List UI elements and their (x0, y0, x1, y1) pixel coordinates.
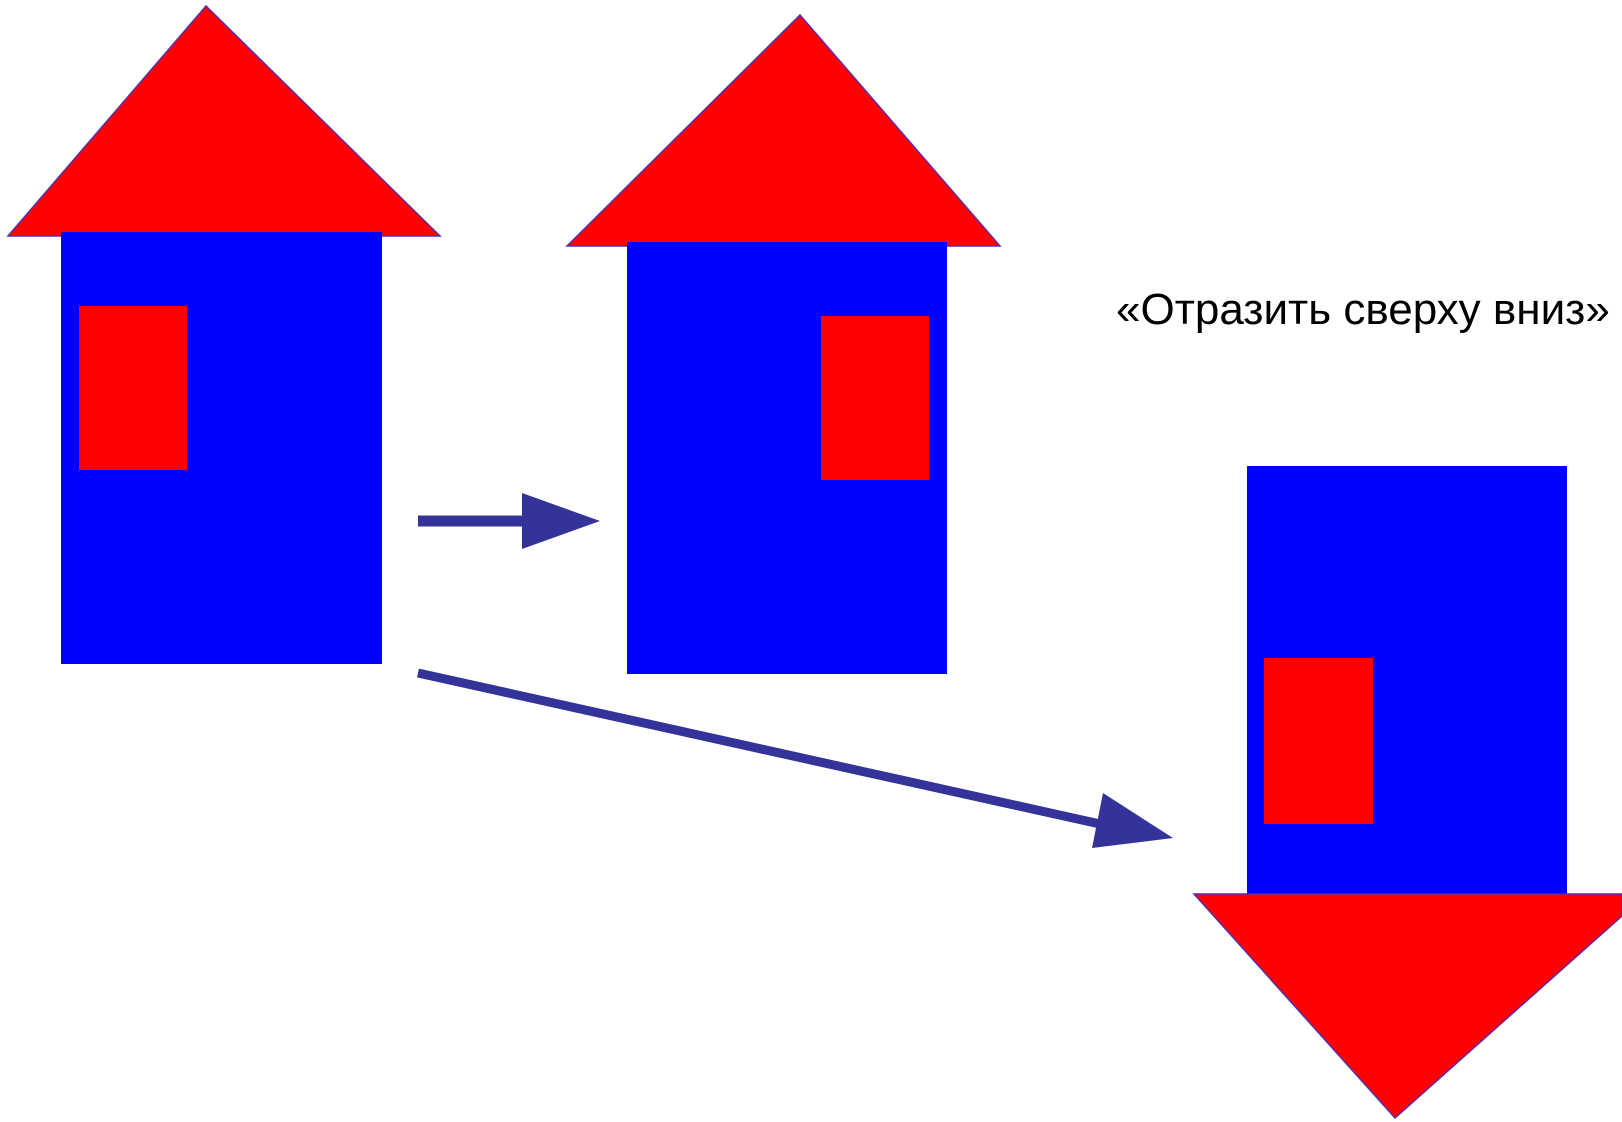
arrow-to-left-right-mirror (418, 493, 600, 549)
house-window (1264, 658, 1373, 824)
house-window (79, 306, 187, 470)
original-house (6, 4, 442, 664)
house-roof (1192, 893, 1622, 1120)
mirror-caption: «Отразить сверху вниз» (1116, 285, 1610, 334)
arrow-head (522, 493, 600, 549)
arrow-to-top-bottom-mirror (417, 668, 1173, 848)
arrow-head (1092, 793, 1173, 848)
house-roof (6, 4, 442, 237)
house-roof (565, 13, 1002, 247)
left-right-mirrored-house (565, 13, 1002, 674)
house-window (821, 316, 929, 480)
arrow-shaft (417, 668, 1101, 829)
top-bottom-mirrored-house (1192, 466, 1622, 1120)
